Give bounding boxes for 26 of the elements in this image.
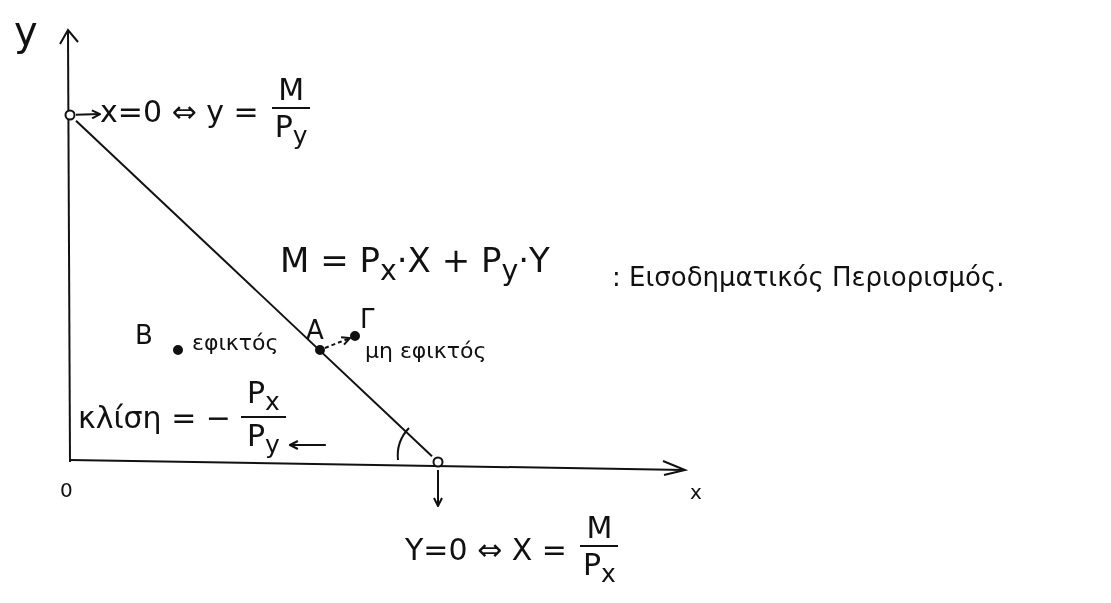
fraction: P$_{x}$ P$_{y}$ <box>240 375 286 459</box>
equation-text: κλίση = − <box>78 399 231 435</box>
intercept-point <box>64 109 76 121</box>
fraction: M P$_{y}$ <box>268 72 314 150</box>
intercept-point <box>432 456 444 468</box>
point-marker <box>350 331 360 341</box>
arrow <box>75 109 101 120</box>
point-label: A <box>306 315 324 345</box>
point-label: B <box>135 320 153 350</box>
equation-text: M = P$_{x}$·X + P$_{y}$·Y <box>280 240 550 287</box>
equation-text: Y=0 ⇔ X = <box>405 531 567 567</box>
budget-line <box>75 119 433 458</box>
fraction: M P$_{x}$ <box>577 510 622 588</box>
arrow <box>288 440 327 450</box>
equation-text: x=0 ⇔ y = <box>100 93 259 129</box>
point-caption: μη εφικτός <box>365 338 487 363</box>
axis-label: 0 <box>60 478 73 502</box>
arrow <box>433 469 443 507</box>
axis-label: y <box>14 8 38 54</box>
point-caption: εφικτός <box>192 330 279 355</box>
point-marker <box>173 345 183 355</box>
arrow <box>324 336 351 349</box>
axis-label: x <box>690 480 702 504</box>
point-label: Γ <box>360 304 375 334</box>
equation-text: : Εισοδηματικός Περιορισμός. <box>612 262 1005 292</box>
point-marker <box>315 345 325 355</box>
